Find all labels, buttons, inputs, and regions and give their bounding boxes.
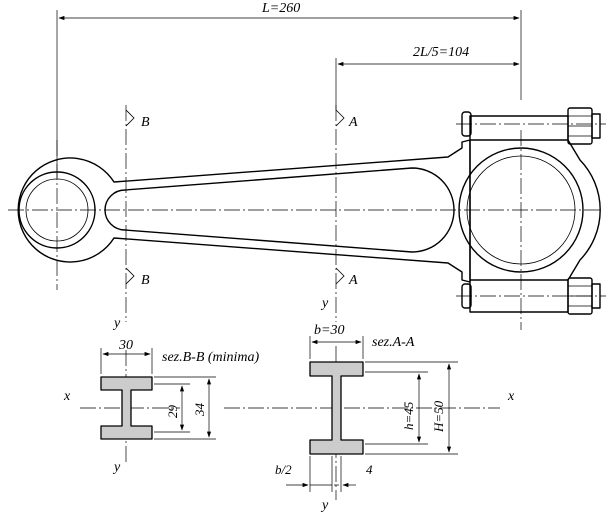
connecting-rod (8, 107, 606, 330)
section-position-label: 2L/5=104 (413, 45, 469, 60)
section-bb-profile (100, 376, 153, 440)
section-aa-marker-top: A (348, 115, 358, 130)
section-cut-bb: B B y (112, 105, 150, 331)
x-axis-label-bb: x (63, 389, 71, 404)
section-cut-aa: A A y (320, 105, 358, 322)
rod-outer-outline (17, 139, 471, 283)
section-aa-inner-height-label: h=45 (401, 401, 416, 430)
y-axis-label-aa-top: y (320, 296, 329, 311)
section-bb-marker-top: B (141, 115, 150, 130)
section-aa-profile (309, 361, 364, 455)
y-axis-label-bb-bottom: y (112, 460, 121, 475)
section-bb-marker-bottom: B (141, 273, 150, 288)
overall-length-dimension: L=260 (56, 1, 522, 178)
shank-inner-slot (104, 167, 455, 253)
section-position-dimension: 2L/5=104 (335, 45, 520, 110)
section-bb-outer-height-label: 34 (192, 403, 207, 418)
section-aa-outer-height-label: H=50 (431, 400, 446, 433)
section-bb: x y 30 29 34 sez.B-B (minima) (63, 338, 260, 475)
section-bb-title: sez.B-B (minima) (162, 350, 260, 365)
y-axis-label-bb-top: y (112, 316, 121, 331)
section-aa-marker-bottom: A (348, 273, 358, 288)
section-bb-width-label: 30 (118, 338, 133, 353)
length-label: L=260 (261, 1, 300, 16)
big-end-bore (458, 147, 584, 273)
section-aa-half-width-label: b/2 (275, 462, 292, 477)
section-aa-width-label: b=30 (314, 323, 344, 338)
section-aa: x y b=30 sez.A-A h=45 H=50 b/2 4 (224, 323, 515, 513)
upper-bolt (461, 107, 601, 145)
y-axis-label-aa-bottom: y (320, 498, 329, 513)
x-axis-label-aa: x (507, 389, 515, 404)
big-end-block (469, 115, 601, 313)
section-aa-title: sez.A-A (372, 335, 415, 350)
section-bb-inner-height-label: 29 (165, 405, 180, 419)
section-aa-web-thickness-label: 4 (366, 462, 373, 477)
